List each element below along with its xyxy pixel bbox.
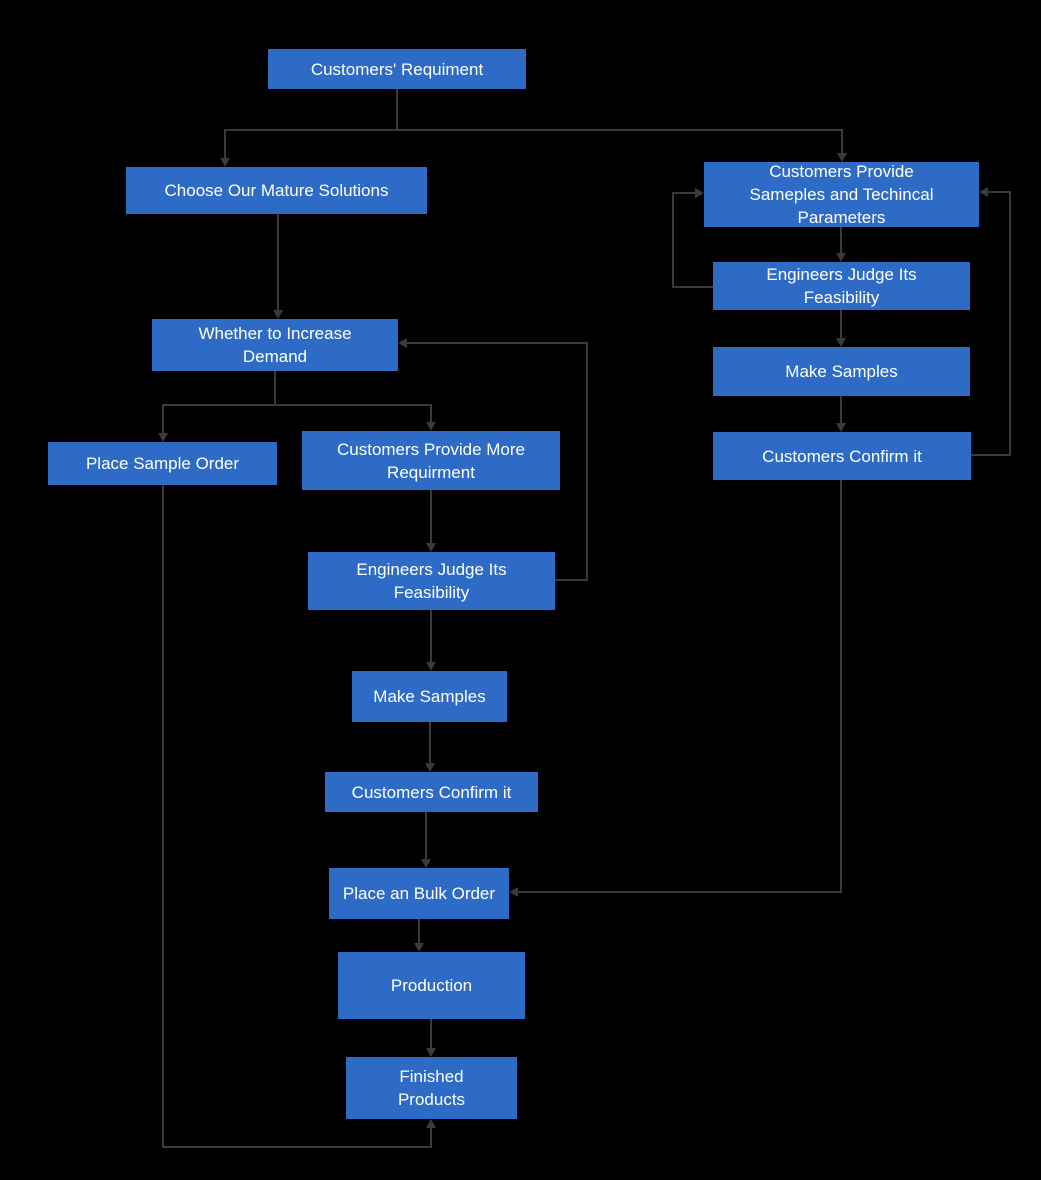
- connector-confirm-right-down: [840, 480, 842, 892]
- connector-confirm-right-to-bulk: [518, 891, 842, 893]
- connector-choose-to-whether: [277, 214, 279, 310]
- arrowhead-into-provide-samples-left-side: [695, 188, 704, 198]
- node-make-samples-mid: Make Samples: [352, 671, 507, 722]
- connector-confirm-right-back: [988, 191, 1011, 193]
- arrowhead-into-more-requirement: [426, 422, 436, 431]
- arrowhead-into-make-samples-right: [836, 338, 846, 347]
- connector-sample-order-bottom: [162, 1146, 432, 1148]
- connector-production-to-finished: [430, 1019, 432, 1048]
- connector-trunk-branch: [224, 129, 842, 131]
- connector-make-samples-to-confirm-right: [840, 396, 842, 423]
- connector-engineers-mid-out: [555, 579, 588, 581]
- node-customers-confirm-right: Customers Confirm it: [713, 432, 971, 480]
- arrowhead-into-finished-products: [426, 1048, 436, 1057]
- arrowhead-into-finished-products-bottom: [426, 1119, 436, 1128]
- connector-bulk-order-to-production: [418, 919, 420, 943]
- arrowhead-into-bulk-order-right-side: [509, 887, 518, 897]
- connector-trunk-right-drop: [841, 129, 843, 154]
- connector-whether-stem: [274, 371, 276, 405]
- arrowhead-into-choose-solutions: [220, 158, 230, 167]
- connector-provide-to-engineers-right: [840, 227, 842, 253]
- connector-engineers-to-make-samples-mid: [430, 610, 432, 662]
- arrowhead-into-customers-confirm-mid: [425, 763, 435, 772]
- arrowhead-into-provide-samples-right-side: [979, 187, 988, 197]
- arrowhead-into-whether-increase: [273, 310, 283, 319]
- connector-engineers-right-up: [672, 193, 674, 288]
- node-customers-confirm-mid: Customers Confirm it: [325, 772, 538, 812]
- connector-sample-order-up: [430, 1128, 432, 1148]
- arrowhead-into-customers-confirm-right: [836, 423, 846, 432]
- connector-more-req-to-engineers: [430, 490, 432, 543]
- connector-whether-right-drop: [430, 404, 432, 422]
- connector-make-samples-to-confirm-mid: [429, 722, 431, 763]
- connector-trunk-left-drop: [224, 129, 226, 158]
- node-make-samples-right: Make Samples: [713, 347, 970, 396]
- node-place-bulk-order: Place an Bulk Order: [329, 868, 509, 919]
- node-customers-provide-more-requirement: Customers Provide More Requirment: [302, 431, 560, 490]
- arrowhead-into-make-samples-mid: [426, 662, 436, 671]
- arrowhead-into-provide-samples: [837, 153, 847, 162]
- node-place-sample-order: Place Sample Order: [48, 442, 277, 485]
- connector-engineers-mid-up: [586, 343, 588, 581]
- node-engineers-judge-feasibility-mid: Engineers Judge Its Feasibility: [308, 552, 555, 610]
- node-customers-requirement: Customers' Requiment: [268, 49, 526, 89]
- node-engineers-judge-feasibility-right: Engineers Judge Its Feasibility: [713, 262, 970, 310]
- connector-confirm-right-up: [1009, 192, 1011, 455]
- connector-whether-branch: [162, 404, 432, 406]
- arrowhead-into-place-sample-order: [158, 433, 168, 442]
- connector-engineers-to-make-samples-right: [840, 310, 842, 338]
- connector-whether-left-drop: [162, 404, 164, 433]
- connector-engineers-right-back: [672, 192, 695, 194]
- connector-engineers-right-out: [673, 286, 713, 288]
- arrowhead-into-engineers-mid: [426, 543, 436, 552]
- arrowhead-into-whether-right-side: [398, 338, 407, 348]
- connector-engineers-mid-back: [407, 342, 588, 344]
- arrowhead-into-place-bulk-order: [421, 859, 431, 868]
- node-customers-provide-samples-parameters: Customers Provide Sameples and Techincal…: [704, 162, 979, 227]
- node-choose-mature-solutions: Choose Our Mature Solutions: [126, 167, 427, 214]
- connector-sample-order-down: [162, 485, 164, 1147]
- arrowhead-into-production: [414, 943, 424, 952]
- connector-confirm-right-out: [971, 454, 1011, 456]
- arrowhead-into-engineers-right: [836, 253, 846, 262]
- node-production: Production: [338, 952, 525, 1019]
- connector-trunk-stem: [396, 89, 398, 130]
- connector-confirm-to-bulk-order: [425, 812, 427, 859]
- node-whether-increase-demand: Whether to Increase Demand: [152, 319, 398, 371]
- node-finished-products: Finished Products: [346, 1057, 517, 1119]
